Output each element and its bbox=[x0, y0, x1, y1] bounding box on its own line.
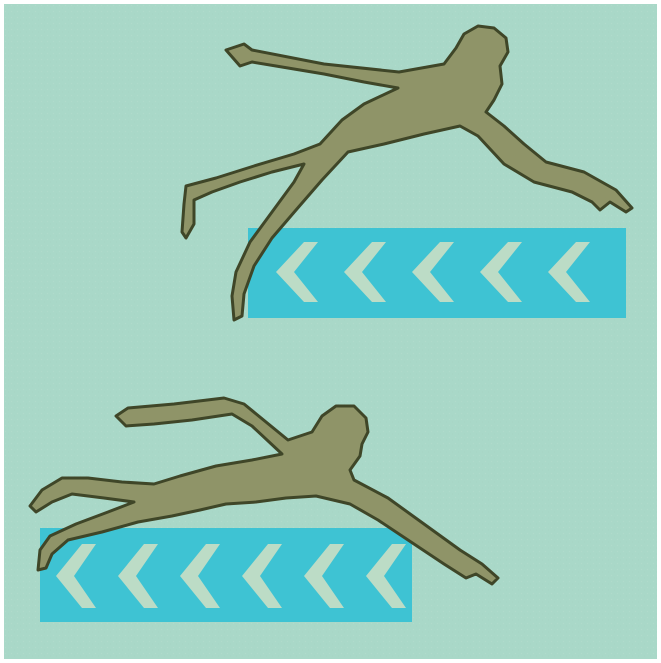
wave-band-top bbox=[248, 228, 626, 318]
wave-band-top-fill bbox=[248, 228, 626, 318]
wave-band-bottom bbox=[40, 528, 412, 622]
swimmer-illustration bbox=[4, 4, 657, 659]
